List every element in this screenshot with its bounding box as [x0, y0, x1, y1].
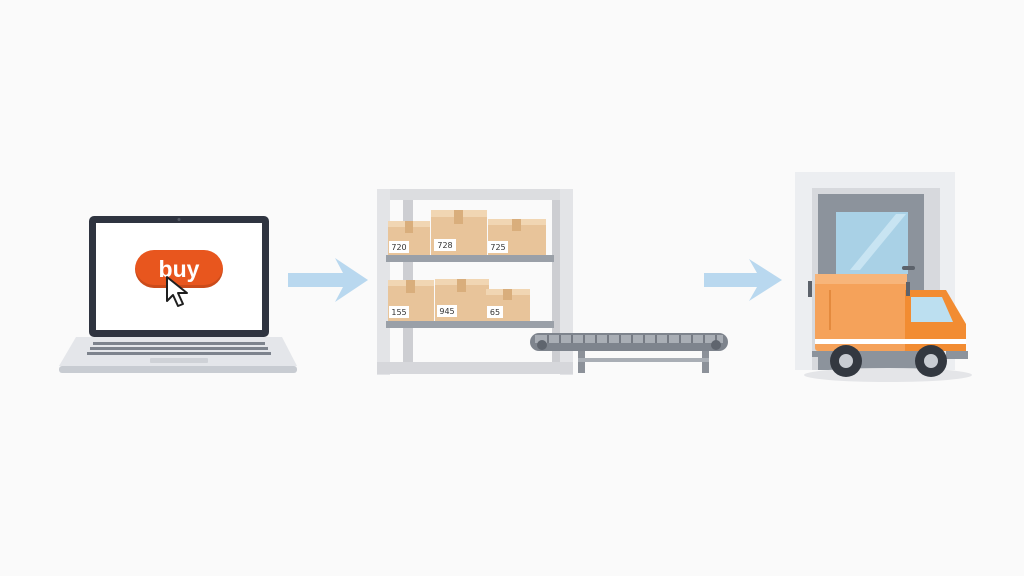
box-label: 65 [490, 308, 500, 317]
box-label: 945 [439, 307, 454, 316]
buy-button[interactable]: buy [135, 250, 223, 288]
box-label: 720 [391, 243, 406, 252]
box-label: 155 [391, 308, 406, 317]
box-label: 728 [437, 241, 452, 250]
box-label: 725 [490, 243, 505, 252]
